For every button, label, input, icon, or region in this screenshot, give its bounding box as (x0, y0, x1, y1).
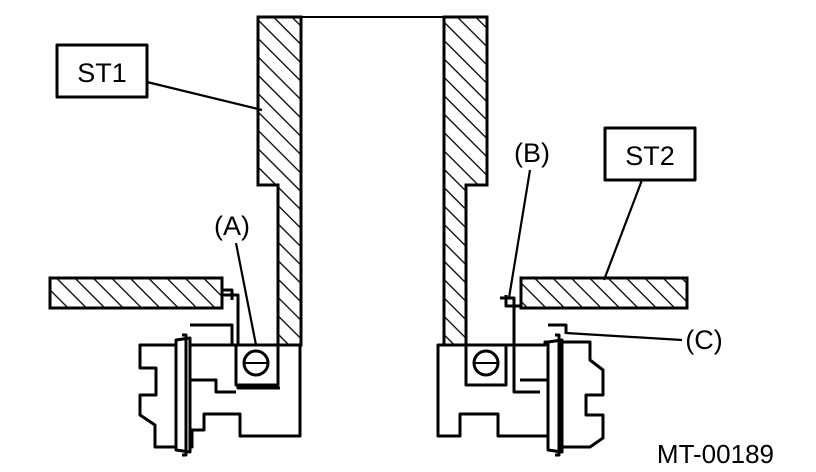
st1-leader (146, 80, 263, 112)
callout-b-label: (B) (514, 138, 550, 168)
st2-label: ST2 (625, 141, 675, 171)
callout-a-label: (A) (214, 211, 250, 241)
figure-code: MT-00189 (657, 439, 774, 469)
callout-a-leader (234, 242, 258, 346)
st2-leader (602, 179, 644, 281)
right-bearing (464, 343, 508, 387)
callout-c-label: (C) (685, 325, 722, 355)
left-bearing (234, 343, 280, 387)
st2-right-plate (519, 276, 689, 310)
st2-label-box (603, 126, 697, 182)
callout-b-leader (507, 169, 532, 299)
st1-label-box (55, 43, 149, 99)
st1-label: ST1 (77, 58, 127, 88)
st1-right-wall (442, 15, 489, 347)
st2-left-plate (48, 276, 224, 310)
callout-c-leader (565, 331, 683, 342)
st1-left-wall (256, 15, 303, 347)
